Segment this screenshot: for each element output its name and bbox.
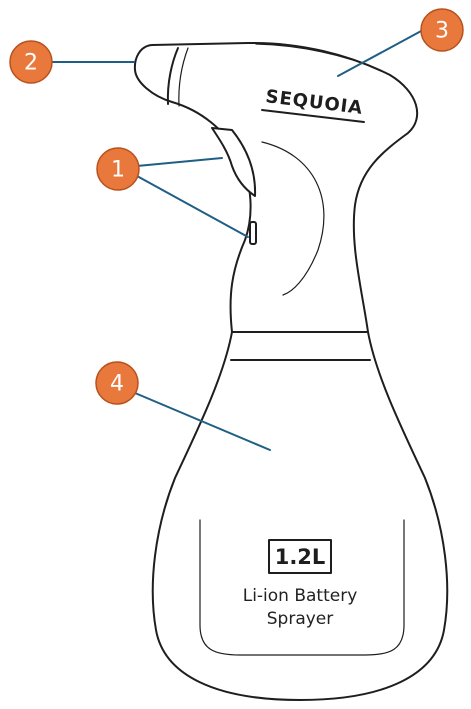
leader-lines xyxy=(51,29,424,451)
leader-4 xyxy=(134,392,271,451)
capacity-box xyxy=(268,539,332,574)
side-button xyxy=(249,221,257,245)
callout-3-number: 3 xyxy=(435,19,449,44)
bottle: 1.2L Li-ion Battery Sprayer xyxy=(151,331,449,701)
trigger xyxy=(211,127,257,197)
callout-1-circle xyxy=(96,147,140,191)
bottle-outline xyxy=(151,331,449,701)
callout-3-circle xyxy=(420,8,464,52)
callout-1: 1 xyxy=(96,147,140,191)
leader-3 xyxy=(337,29,424,77)
label-line-1: Li-ion Battery xyxy=(243,586,358,606)
callout-2-number: 2 xyxy=(24,51,38,76)
label-line-2: Sprayer xyxy=(267,609,334,629)
brand-underline xyxy=(261,109,365,123)
grip-curve xyxy=(261,141,325,296)
leader-1b xyxy=(136,175,249,238)
head-top-ridge xyxy=(255,43,381,71)
callout-2: 2 xyxy=(9,40,53,84)
callout-4: 4 xyxy=(95,361,139,405)
capacity-text: 1.2L xyxy=(275,545,326,569)
callout-1-number: 1 xyxy=(111,158,125,183)
callout-3: 3 xyxy=(420,8,464,52)
callout-2-circle xyxy=(9,40,53,84)
label-panel xyxy=(199,519,405,656)
sprayer-head: SEQUOIA xyxy=(133,41,419,333)
callout-4-circle xyxy=(95,361,139,405)
nozzle-line-front xyxy=(166,47,179,105)
callout-4-number: 4 xyxy=(110,372,124,397)
leader-1a xyxy=(136,157,223,167)
nozzle-line-back xyxy=(178,47,189,107)
